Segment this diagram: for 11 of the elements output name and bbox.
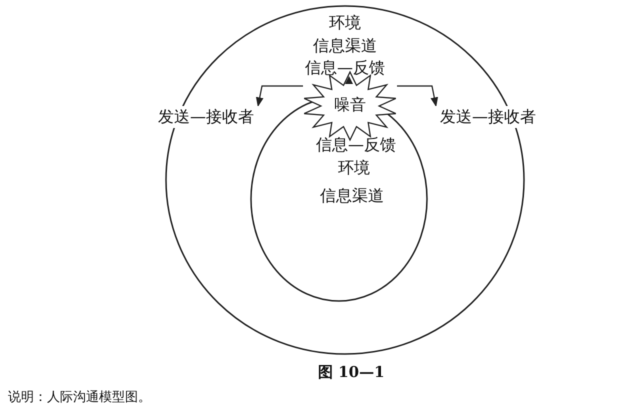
- node-text: 环境: [338, 158, 370, 178]
- arrow: [397, 85, 438, 107]
- node-text: 信息渠道: [313, 36, 377, 56]
- note-text: 说明：人际沟通模型图。: [8, 389, 151, 406]
- node-text: 信息—反馈: [316, 135, 396, 155]
- node-text: 环境: [329, 13, 361, 33]
- node-text: 信息渠道: [320, 186, 384, 206]
- node-text: 噪音: [334, 95, 366, 115]
- figure-caption: 图 10—1: [318, 363, 385, 382]
- node-text: 信息—反馈: [305, 58, 385, 78]
- arrow: [256, 85, 303, 107]
